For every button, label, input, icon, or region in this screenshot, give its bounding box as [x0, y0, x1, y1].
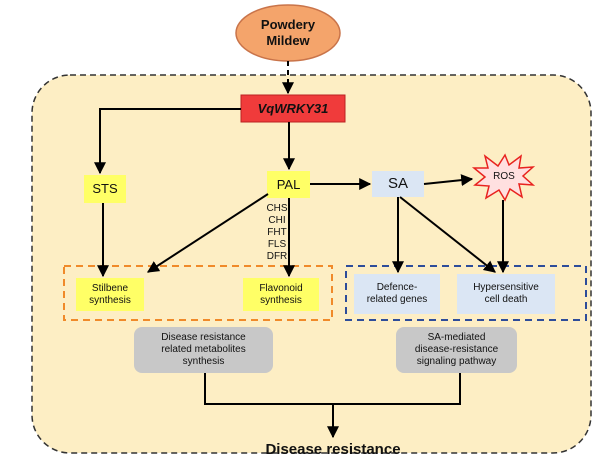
powdery-mildew-label: Powdery Mildew [260, 17, 316, 48]
ros-burst [471, 153, 536, 202]
enzyme-dfr: DFR [266, 251, 288, 262]
background-panel [31, 74, 592, 454]
enzyme-list: CHS CHI FHT FLS DFR [262, 203, 292, 263]
sts-label: STS [92, 181, 118, 197]
enzyme-chs: CHS [266, 203, 288, 214]
stilbene-box [76, 278, 144, 311]
ros-label: ROS [493, 171, 515, 182]
defence-label: Defence- related genes [366, 282, 428, 305]
hypersensitive-label: Hypersensitive cell death [473, 282, 539, 305]
metabolite-group-frame [63, 265, 333, 321]
arrow-wrky-to-sts [94, 108, 241, 175]
vqwrky31-label: VqWRKY31 [257, 100, 329, 116]
flavonoid-box [243, 278, 319, 311]
hypersensitive-box [457, 274, 555, 314]
enzyme-fht: FHT [267, 227, 287, 238]
metabolites-label: Disease resistance related metabolites s… [161, 332, 246, 367]
sts-box [84, 175, 126, 203]
arrow-sa-to-hypersensitive [399, 196, 496, 273]
sa-label: SA [387, 175, 408, 192]
vqwrky31-box [240, 94, 346, 123]
sa-pathway-box [396, 327, 517, 373]
arrow-sa-to-ros [423, 174, 474, 187]
metabolites-box [134, 327, 273, 373]
sa-box [372, 171, 424, 197]
flavonoid-label: Flavonoid synthesis [259, 282, 303, 306]
defence-box [354, 274, 440, 314]
sa-pathway-label: SA-mediated disease-resistance signaling… [414, 332, 499, 367]
pal-box [267, 171, 310, 198]
arrow-pal-to-stilbene [146, 193, 269, 273]
enzyme-chi: CHI [268, 215, 286, 226]
stilbene-label: Stilbene synthesis [89, 282, 131, 306]
pal-label: PAL [276, 176, 301, 192]
sa-group-frame [345, 265, 587, 321]
disease-resistance-label: Disease resistance [265, 441, 401, 458]
enzyme-fls: FLS [267, 239, 287, 250]
